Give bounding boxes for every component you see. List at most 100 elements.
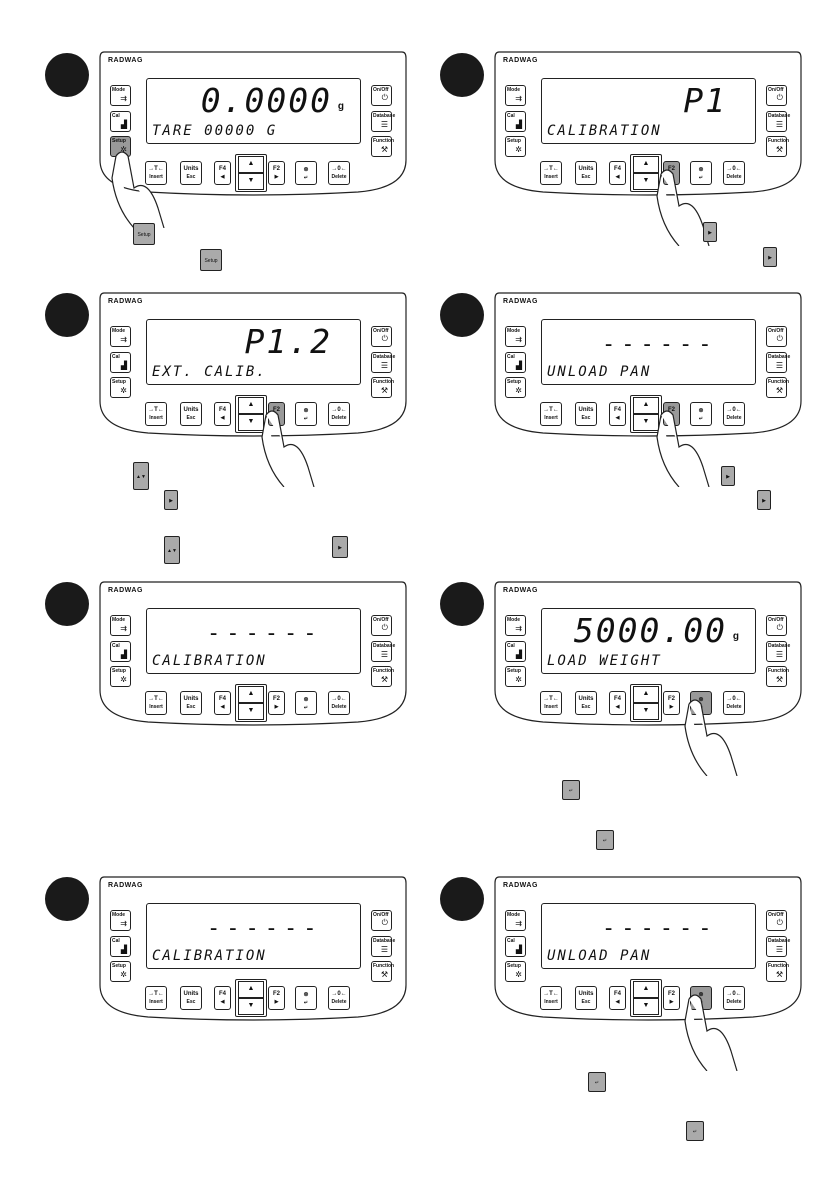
f2-right-key[interactable]: F2▶ <box>268 691 285 715</box>
f1-up-key[interactable]: ▲ <box>633 686 659 703</box>
cal-key[interactable]: Cal▟ <box>505 641 526 662</box>
f3-down-key[interactable]: ▼ <box>238 173 264 190</box>
tare-insert-key[interactable]: →T←Insert <box>540 986 562 1010</box>
enter-key[interactable]: ⊚↵ <box>295 161 317 185</box>
setup-key[interactable]: Setup✲ <box>110 377 131 398</box>
tare-insert-key[interactable]: →T←Insert <box>145 161 167 185</box>
function-key[interactable]: Function⚒ <box>766 377 789 398</box>
database-key[interactable]: Database☰ <box>371 111 395 132</box>
f1-up-key[interactable]: ▲ <box>238 397 264 414</box>
tare-insert-key[interactable]: →T←Insert <box>540 402 562 426</box>
database-key[interactable]: Database☰ <box>766 936 790 957</box>
tare-insert-key[interactable]: →T←Insert <box>145 691 167 715</box>
zero-delete-key[interactable]: →0←Delete <box>723 402 745 426</box>
zero-delete-key[interactable]: →0←Delete <box>723 161 745 185</box>
zero-delete-key[interactable]: →0←Delete <box>328 691 350 715</box>
f3-down-key[interactable]: ▼ <box>633 703 659 720</box>
f1-up-key[interactable]: ▲ <box>633 156 659 173</box>
zero-delete-key[interactable]: →0←Delete <box>723 691 745 715</box>
onoff-key[interactable]: On/Off⏻ <box>371 326 392 347</box>
database-key[interactable]: Database☰ <box>766 352 790 373</box>
f1-up-key[interactable]: ▲ <box>633 981 659 998</box>
zero-delete-key[interactable]: →0←Delete <box>328 161 350 185</box>
tare-insert-key[interactable]: →T←Insert <box>540 691 562 715</box>
f3-down-key[interactable]: ▼ <box>238 414 264 431</box>
function-key[interactable]: Function⚒ <box>766 961 789 982</box>
cal-key[interactable]: Cal▟ <box>505 111 526 132</box>
f4-left-key[interactable]: F4◀ <box>609 691 626 715</box>
onoff-key[interactable]: On/Off⏻ <box>371 85 392 106</box>
zero-delete-key[interactable]: →0←Delete <box>328 402 350 426</box>
cal-key[interactable]: Cal▟ <box>505 936 526 957</box>
f3-down-key[interactable]: ▼ <box>633 173 659 190</box>
cal-key[interactable]: Cal▟ <box>110 936 131 957</box>
onoff-key[interactable]: On/Off⏻ <box>766 326 787 347</box>
setup-key[interactable]: Setup✲ <box>110 666 131 687</box>
onoff-key[interactable]: On/Off⏻ <box>371 615 392 636</box>
mode-key[interactable]: Mode⇉ <box>110 615 131 636</box>
function-key[interactable]: Function⚒ <box>766 666 789 687</box>
zero-delete-key[interactable]: →0←Delete <box>328 986 350 1010</box>
enter-key[interactable]: ⊚↵ <box>690 402 712 426</box>
mode-key[interactable]: Mode⇉ <box>110 85 131 106</box>
f4-left-key[interactable]: F4◀ <box>609 986 626 1010</box>
f3-down-key[interactable]: ▼ <box>633 414 659 431</box>
onoff-key[interactable]: On/Off⏻ <box>766 615 787 636</box>
cal-key[interactable]: Cal▟ <box>110 111 131 132</box>
mode-key[interactable]: Mode⇉ <box>505 85 526 106</box>
cal-key[interactable]: Cal▟ <box>110 352 131 373</box>
f3-down-key[interactable]: ▼ <box>633 998 659 1015</box>
database-key[interactable]: Database☰ <box>766 111 790 132</box>
f2-right-key[interactable]: F2▶ <box>663 986 680 1010</box>
database-key[interactable]: Database☰ <box>371 352 395 373</box>
f1-up-key[interactable]: ▲ <box>238 981 264 998</box>
cal-key[interactable]: Cal▟ <box>505 352 526 373</box>
f3-down-key[interactable]: ▼ <box>238 703 264 720</box>
tare-insert-key[interactable]: →T←Insert <box>145 402 167 426</box>
function-key[interactable]: Function⚒ <box>371 377 394 398</box>
f4-left-key[interactable]: F4◀ <box>214 986 231 1010</box>
function-key[interactable]: Function⚒ <box>766 136 789 157</box>
zero-delete-key[interactable]: →0←Delete <box>723 986 745 1010</box>
onoff-key[interactable]: On/Off⏻ <box>766 910 787 931</box>
cal-key[interactable]: Cal▟ <box>110 641 131 662</box>
f2-right-key[interactable]: F2▶ <box>268 161 285 185</box>
onoff-key[interactable]: On/Off⏻ <box>766 85 787 106</box>
setup-key[interactable]: Setup✲ <box>110 961 131 982</box>
mode-key[interactable]: Mode⇉ <box>110 910 131 931</box>
tare-insert-key[interactable]: →T←Insert <box>540 161 562 185</box>
f4-left-key[interactable]: F4◀ <box>214 691 231 715</box>
enter-key[interactable]: ⊚↵ <box>295 691 317 715</box>
database-key[interactable]: Database☰ <box>371 936 395 957</box>
mode-key[interactable]: Mode⇉ <box>505 615 526 636</box>
enter-key[interactable]: ⊚↵ <box>295 986 317 1010</box>
f4-left-key[interactable]: F4◀ <box>214 402 231 426</box>
enter-key[interactable]: ⊚↵ <box>690 161 712 185</box>
function-key[interactable]: Function⚒ <box>371 666 394 687</box>
onoff-key[interactable]: On/Off⏻ <box>371 910 392 931</box>
f1-up-key[interactable]: ▲ <box>238 686 264 703</box>
setup-key[interactable]: Setup✲ <box>505 377 526 398</box>
f4-left-key[interactable]: F4◀ <box>214 161 231 185</box>
f3-down-key[interactable]: ▼ <box>238 998 264 1015</box>
f4-left-key[interactable]: F4◀ <box>609 161 626 185</box>
setup-key[interactable]: Setup✲ <box>505 136 526 157</box>
enter-key[interactable]: ⊚↵ <box>295 402 317 426</box>
setup-key[interactable]: Setup✲ <box>505 961 526 982</box>
f2-right-key[interactable]: F2▶ <box>663 691 680 715</box>
mode-key[interactable]: Mode⇉ <box>110 326 131 347</box>
tare-insert-key[interactable]: →T←Insert <box>145 986 167 1010</box>
function-key[interactable]: Function⚒ <box>371 961 394 982</box>
mode-key[interactable]: Mode⇉ <box>505 326 526 347</box>
mode-key[interactable]: Mode⇉ <box>505 910 526 931</box>
f4-left-key[interactable]: F4◀ <box>609 402 626 426</box>
f2-right-key[interactable]: F2▶ <box>268 986 285 1010</box>
function-key[interactable]: Function⚒ <box>371 136 394 157</box>
